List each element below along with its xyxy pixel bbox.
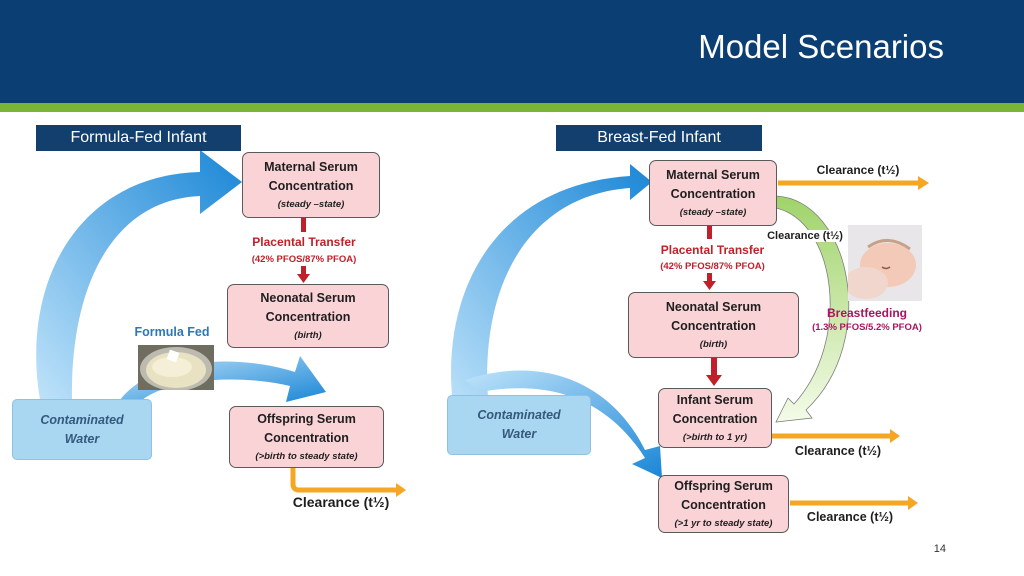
breast-water-line2: Water: [501, 427, 537, 441]
formula-water-line2: Water: [64, 431, 100, 446]
breast-offspring-line1: Offspring Serum: [674, 479, 773, 493]
breast-placental-title: Placental Transfer: [660, 243, 765, 257]
formula-offspring-sub: (>birth to steady state): [255, 451, 358, 462]
formula-neonatal-line1: Neonatal Serum: [260, 291, 356, 305]
formula-fed-label: Formula Fed: [134, 325, 210, 339]
formula-neonatal-sub: (birth): [294, 330, 322, 341]
formula-neonatal-box: Neonatal Serum Concentration (birth): [227, 284, 389, 348]
breast-water-line1: Contaminated: [477, 408, 561, 422]
formula-to-offspring-arrow: [120, 356, 326, 402]
slide-title: Model Scenarios: [698, 28, 944, 65]
baby-image: [848, 225, 922, 301]
breast-water-to-offspring-arrow: [465, 370, 662, 478]
formula-offspring-line2: Concentration: [264, 431, 349, 445]
breast-clearance-mid-label: Clearance (t½): [762, 230, 848, 242]
breast-maternal-box: Maternal Serum Concentration (steady –st…: [649, 160, 777, 226]
breast-infant-line1: Infant Serum: [676, 393, 754, 407]
breast-infant-line2: Concentration: [672, 412, 758, 426]
breast-offspring-line2: Concentration: [681, 498, 766, 512]
breast-clearance-top-label: Clearance (t½): [816, 163, 900, 177]
formula-offspring-line1: Offspring Serum: [257, 412, 356, 426]
breastfeeding-title: Breastfeeding: [826, 306, 908, 320]
breast-offspring-clearance-label: Clearance (t½): [806, 510, 894, 524]
formula-maternal-box: Maternal Serum Concentration (steady –st…: [242, 152, 380, 218]
breast-infant-clearance-label: Clearance (t½): [794, 444, 882, 458]
breast-section-label: Breast-Fed Infant: [556, 125, 762, 151]
water-to-maternal-arrow: [36, 150, 242, 400]
breast-infant-box: Infant Serum Concentration (>birth to 1 …: [658, 388, 772, 448]
formula-water-line1: Contaminated: [40, 412, 124, 427]
formula-maternal-line1: Maternal Serum: [264, 160, 358, 174]
breast-water-to-maternal-arrow: [451, 164, 652, 420]
formula-placental-title: Placental Transfer: [252, 235, 356, 249]
breast-placental-connector-top: [707, 226, 712, 239]
placental-arrowhead: [297, 274, 310, 283]
formula-maternal-sub: (steady –state): [277, 199, 345, 210]
breastfeeding-baby-photo: [848, 225, 922, 301]
formula-water-box: Contaminated Water: [12, 399, 152, 460]
formula-clearance-arrow: [290, 465, 398, 493]
slide-header: Model Scenarios: [0, 0, 1024, 103]
formula-milk-photo: [138, 345, 214, 390]
breast-offspring-box: Offspring Serum Concentration (>1 yr to …: [658, 475, 789, 533]
formula-neonatal-line2: Concentration: [265, 310, 351, 324]
neonatal-to-infant-connector: [711, 358, 717, 378]
breast-placental-connector-bottom: [707, 273, 712, 283]
breast-infant-sub: (>birth to 1 yr): [682, 432, 748, 443]
breast-neonatal-line1: Neonatal Serum: [665, 300, 762, 314]
breastfeeding-sub: (1.3% PFOS/5.2% PFOA): [812, 322, 922, 333]
breast-maternal-line1: Maternal Serum: [666, 168, 760, 182]
formula-placental-sub: (42% PFOS/87% PFOA): [251, 254, 357, 265]
placental-connector-top: [301, 218, 306, 232]
placental-connector-bottom: [301, 266, 306, 276]
formula-maternal-line2: Concentration: [268, 179, 354, 193]
breast-water-box: Contaminated Water: [447, 395, 591, 455]
page-number: 14: [933, 543, 946, 555]
formula-clearance-label: Clearance (t½): [292, 494, 390, 510]
breast-maternal-sub: (steady –state): [679, 207, 747, 218]
breast-offspring-sub: (>1 yr to steady state): [674, 518, 773, 529]
breast-placental-sub: (42% PFOS/87% PFOA): [660, 261, 765, 272]
formula-bowl-image: [138, 345, 214, 390]
formula-section-label: Formula-Fed Infant: [36, 125, 241, 151]
formula-offspring-box: Offspring Serum Concentration (>birth to…: [229, 406, 384, 468]
breast-neonatal-sub: (birth): [699, 339, 728, 350]
header-accent-stripe: [0, 103, 1024, 112]
breast-neonatal-box: Neonatal Serum Concentration (birth): [628, 292, 799, 358]
breast-maternal-line2: Concentration: [670, 187, 756, 201]
breast-neonatal-line2: Concentration: [671, 319, 756, 333]
